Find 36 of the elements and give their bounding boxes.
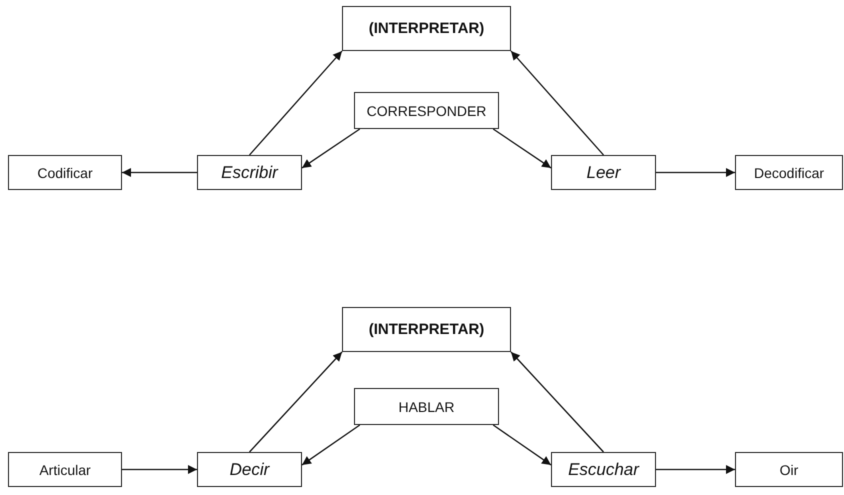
box-label: Codificar [37,164,93,180]
process-box [342,307,511,352]
process-box [551,452,656,487]
process-box [735,155,843,190]
arrow [492,128,552,168]
process-box [8,155,122,190]
process-box [354,388,499,425]
box-label: Escuchar [568,460,639,480]
box-label: Leer [586,162,621,182]
box-label: Decodificar [754,164,824,180]
box-label: (INTERPRETAR) [368,321,484,338]
process-box [735,452,843,487]
box-label: HABLAR [398,398,455,414]
process-box [197,452,302,487]
arrow [510,352,604,452]
arrow [249,352,342,452]
arrow [302,424,360,466]
arrow [302,128,360,168]
arrow [122,168,197,177]
box-label: CORRESPONDER [366,102,486,118]
process-box [8,452,122,487]
arrow [492,424,552,466]
arrow [122,465,197,474]
process-box [197,155,302,190]
box-label: Escribir [221,162,278,182]
process-box [551,155,656,190]
box-label: Articular [39,462,91,478]
arrow [656,465,735,474]
arrow [510,50,604,156]
process-box [354,92,499,129]
box-label: (INTERPRETAR) [368,20,484,37]
box-label: Decir [230,460,270,480]
arrow [656,168,735,177]
arrow [249,50,342,156]
box-label: Oir [780,462,798,478]
process-box [342,6,511,51]
